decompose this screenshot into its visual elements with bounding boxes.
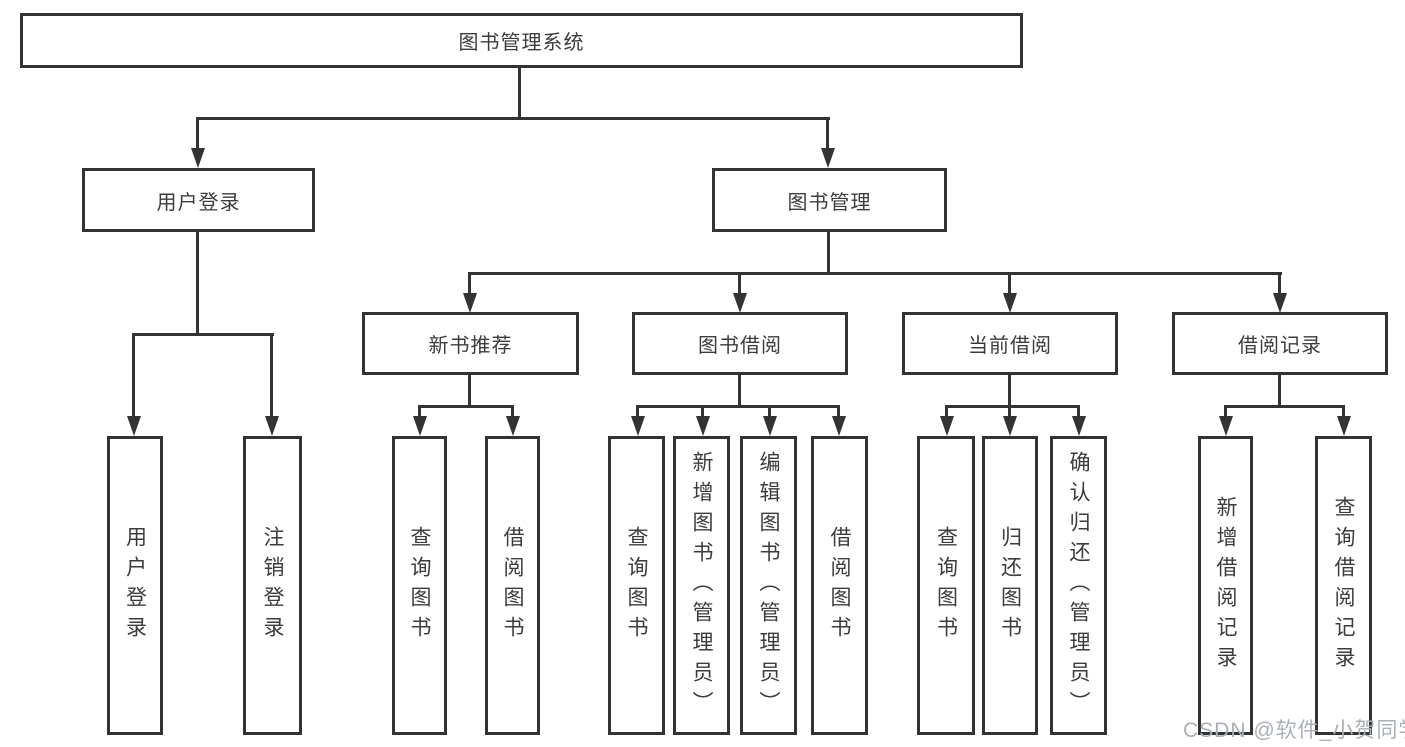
leaf-br-add-record-label: 新增借阅记录 — [1214, 495, 1237, 676]
connector-br-down — [1278, 375, 1281, 408]
connector-cb-down — [1008, 375, 1011, 408]
arrowhead-down-icon — [265, 416, 279, 436]
node-current-borrow-label: 当前借阅 — [968, 335, 1052, 357]
arrowhead-down-icon — [463, 293, 477, 313]
connector-leaf-shaft — [945, 405, 948, 423]
connector-cb-hline — [945, 405, 1080, 408]
leaf-bb-query-book-label: 查询图书 — [625, 525, 648, 646]
leaf-cb-return-book: 归还图书 — [982, 436, 1038, 735]
connector-bb-down — [738, 375, 741, 408]
connector-l3-shaft — [468, 272, 471, 296]
node-user-login-label: 用户登录 — [156, 191, 241, 214]
node-book-management: 图书管理 — [712, 168, 947, 232]
csdn-watermark: CSDN @软件_小贺同学 — [1183, 719, 1405, 742]
leaf-rec-borrow-book-label: 借阅图书 — [501, 525, 524, 646]
connector-br-hline — [1224, 405, 1345, 408]
connector-leaf-shaft — [1008, 405, 1011, 423]
connector-leaf-shaft — [270, 333, 273, 418]
connector-rec-hline — [418, 405, 514, 408]
connector-book-mgmt-down — [827, 232, 830, 275]
connector-user-login-shaft — [196, 117, 199, 152]
arrowhead-down-icon — [733, 293, 747, 313]
node-book-borrow-label: 图书借阅 — [698, 335, 782, 357]
leaf-cb-query-book-label: 查询图书 — [934, 525, 958, 646]
leaf-user-login-label: 用户登录 — [123, 525, 147, 646]
leaf-user-login: 用户登录 — [107, 436, 163, 735]
connector-l3-shaft — [1008, 272, 1011, 296]
leaf-rec-borrow-book: 借阅图书 — [485, 436, 540, 735]
arrowhead-down-icon — [1273, 293, 1287, 313]
arrowhead-down-icon — [1337, 416, 1351, 436]
node-book-management-label: 图书管理 — [787, 191, 872, 214]
connector-book-mgmt-shaft — [826, 117, 829, 152]
arrowhead-down-icon — [832, 416, 846, 436]
leaf-bb-query-book: 查询图书 — [608, 436, 665, 735]
leaf-cb-return-book-label: 归还图书 — [998, 525, 1022, 646]
connector-level1-hline — [196, 117, 830, 120]
connector-l3-shaft — [1278, 272, 1281, 296]
node-root-label: 图书管理系统 — [458, 32, 585, 54]
leaf-rec-query-book: 查询图书 — [392, 436, 447, 735]
connector-root-stem — [518, 68, 521, 118]
leaf-rec-query-book-label: 查询图书 — [408, 525, 431, 646]
connector-leaf-shaft — [837, 405, 840, 423]
node-new-book-recommend-label: 新书推荐 — [428, 335, 513, 357]
leaf-br-query-record-label: 查询借阅记录 — [1332, 495, 1355, 676]
connector-leaf-shaft — [768, 405, 771, 423]
leaf-cb-query-book: 查询图书 — [917, 436, 975, 735]
node-book-borrow: 图书借阅 — [632, 312, 848, 375]
connector-bb-hline — [636, 405, 840, 408]
arrowhead-down-icon — [696, 416, 710, 436]
node-root: 图书管理系统 — [20, 13, 1023, 68]
arrowhead-down-icon — [1072, 416, 1086, 436]
connector-leaf-shaft — [511, 405, 514, 423]
leaf-br-add-record: 新增借阅记录 — [1198, 436, 1253, 735]
connector-leaf-shaft — [1224, 405, 1227, 423]
leaf-bb-edit-book-label: 编辑图书（管理员） — [757, 450, 780, 721]
arrowhead-down-icon — [127, 416, 141, 436]
connector-user-login-hline — [132, 333, 274, 336]
connector-leaf-shaft — [1077, 405, 1080, 423]
connector-level3-hline — [468, 272, 1282, 275]
leaf-cb-confirm-return: 确认归还（管理员） — [1050, 436, 1107, 735]
connector-leaf-shaft — [701, 405, 704, 423]
node-borrow-records-label: 借阅记录 — [1238, 335, 1322, 357]
arrowhead-down-icon — [1219, 416, 1233, 436]
leaf-logout-label: 注销登录 — [261, 525, 284, 646]
arrowhead-down-icon — [940, 416, 954, 436]
arrowhead-down-icon — [1003, 416, 1017, 436]
connector-leaf-shaft — [418, 405, 421, 423]
node-new-book-recommend: 新书推荐 — [362, 312, 579, 375]
connector-leaf-shaft — [1342, 405, 1345, 423]
leaf-bb-edit-book: 编辑图书（管理员） — [740, 436, 797, 735]
arrowhead-down-icon — [763, 416, 777, 436]
arrowhead-down-icon — [506, 416, 520, 436]
node-user-login: 用户登录 — [82, 168, 315, 232]
leaf-logout: 注销登录 — [243, 436, 302, 735]
connector-leaf-shaft — [132, 333, 135, 418]
connector-l3-shaft — [738, 272, 741, 296]
node-borrow-records: 借阅记录 — [1172, 312, 1388, 375]
arrowhead-down-icon — [821, 148, 835, 168]
arrowhead-down-icon — [1003, 293, 1017, 313]
arrowhead-down-icon — [191, 148, 205, 168]
leaf-br-query-record: 查询借阅记录 — [1315, 436, 1372, 735]
connector-rec-down — [468, 375, 471, 408]
leaf-bb-add-book: 新增图书（管理员） — [673, 436, 730, 735]
connector-leaf-shaft — [636, 405, 639, 423]
connector-user-login-down — [196, 232, 199, 336]
node-current-borrow: 当前借阅 — [902, 312, 1118, 375]
leaf-bb-borrow-book-label: 借阅图书 — [828, 525, 851, 646]
arrowhead-down-icon — [631, 416, 645, 436]
leaf-bb-borrow-book: 借阅图书 — [811, 436, 868, 735]
leaf-cb-confirm-return-label: 确认归还（管理员） — [1067, 450, 1090, 721]
leaf-bb-add-book-label: 新增图书（管理员） — [690, 450, 713, 721]
arrowhead-down-icon — [413, 416, 427, 436]
